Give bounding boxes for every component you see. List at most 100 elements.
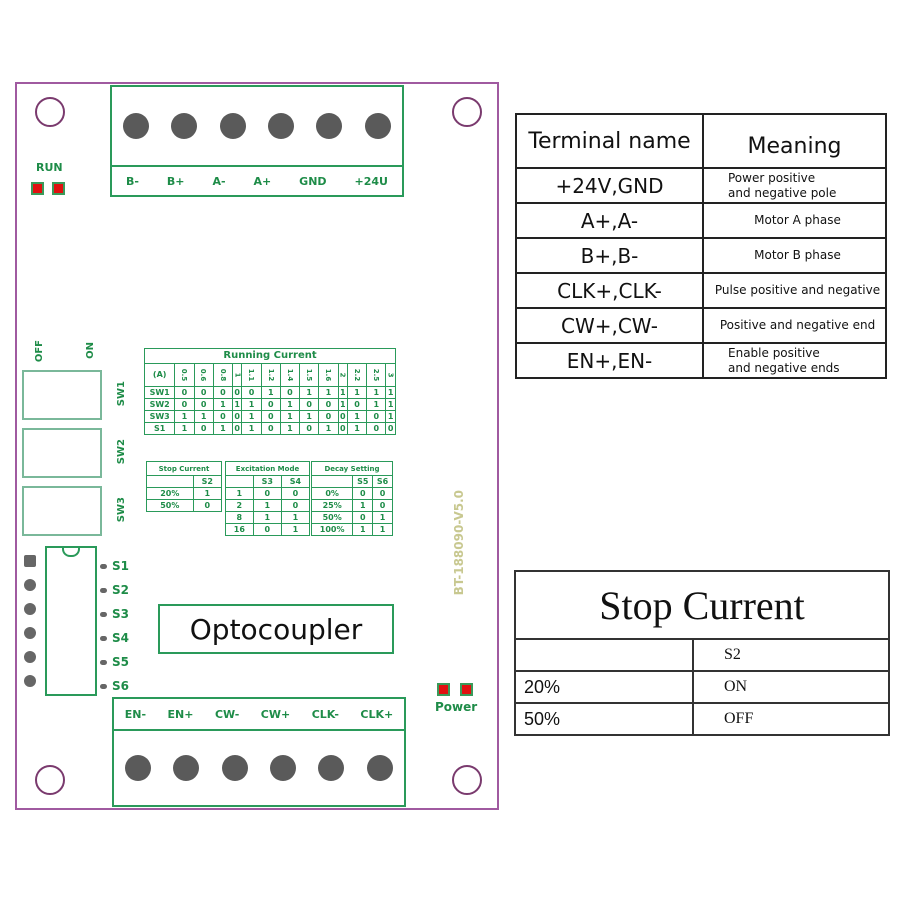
cell: 0 (212, 410, 234, 423)
terminal-label: CW+ (260, 707, 291, 721)
stop-row: 20%ON (514, 670, 890, 704)
header-cell: S5 (352, 475, 374, 488)
row-label: SW2 (143, 398, 176, 411)
cell: 1 (346, 410, 368, 423)
current-value: 0.6 (199, 368, 208, 382)
cell: 1 (280, 511, 311, 524)
cell: 1 (241, 422, 262, 435)
dip-switch-label: S2 (112, 583, 129, 597)
dip-switch-sw1[interactable] (22, 370, 102, 420)
current-value: 1.2 (266, 368, 275, 382)
dip-switch-sw3[interactable] (22, 486, 102, 536)
cell: 0 (231, 386, 243, 399)
chip-pin (24, 627, 36, 639)
switch-pin (100, 635, 107, 641)
meaning-line: and negative ends (728, 360, 840, 375)
current-column-header: 2.5 (366, 363, 387, 387)
switch-pin (100, 563, 107, 569)
stop-cell: 50% (514, 702, 694, 736)
header-cell (310, 475, 354, 488)
table-row: 20%1 (146, 487, 223, 500)
terminal-screw (171, 113, 198, 139)
cell: 0 (299, 422, 320, 435)
switch-pin (100, 611, 107, 617)
dip-switch-sw2[interactable] (22, 428, 102, 478)
terminal-meaning: Motor B phase (702, 237, 887, 274)
cell: 0 (337, 422, 348, 435)
chip-pin (24, 651, 36, 663)
stop-current-title: Stop Current (514, 570, 890, 640)
dip-switch-label: S4 (112, 631, 129, 645)
cell: 1 (352, 523, 374, 536)
row-label: SW1 (143, 386, 176, 399)
terminal-label: EN- (124, 707, 147, 721)
stop-row: 50%OFF (514, 702, 890, 736)
current-column-header: 1.6 (318, 363, 339, 387)
current-value: 3 (386, 372, 395, 378)
top-terminal-block: B-B+A-A+GND+24U (110, 85, 404, 197)
row-label: S1 (143, 422, 176, 435)
cell: 0 (279, 386, 301, 399)
terminal-screw (221, 755, 248, 781)
cell: 0 (337, 410, 348, 423)
cell: 0 (280, 499, 311, 512)
cell: 1 (280, 523, 311, 536)
mounting-hole-top-right (452, 97, 482, 127)
cell: 0 (299, 398, 320, 411)
cell: 1 (337, 398, 348, 411)
cell: 0 (372, 499, 393, 512)
stop-cell: OFF (692, 702, 890, 736)
cell: 16 (225, 523, 254, 536)
cell: 1 (231, 398, 243, 411)
terminal-name: +24V,GND (515, 167, 704, 204)
current-column-header: 0.8 (212, 363, 234, 387)
terminal-label: A+ (253, 174, 272, 188)
chip-pin (24, 675, 36, 687)
terminal-name-header: Terminal name (515, 113, 704, 169)
header-cell: S2 (192, 475, 223, 488)
cell: 0 (260, 398, 281, 411)
chip-pin (24, 579, 36, 591)
dip-switch-label: S5 (112, 655, 129, 669)
run-led-2 (52, 182, 65, 195)
table-title-row: Stop Current (146, 461, 222, 476)
terminal-label: GND (299, 174, 327, 188)
run-led-1 (31, 182, 44, 195)
cell: 0 (366, 410, 387, 423)
optocoupler-label: Optocoupler (158, 604, 394, 654)
table-title: Stop Current (146, 461, 222, 476)
top-terminal-labels: B-B+A-A+GND+24U (112, 167, 402, 195)
meaning-line: and negative pole (728, 185, 837, 200)
cell: 0 (193, 398, 214, 411)
cell: 0 (372, 487, 393, 500)
cell: 1 (346, 386, 368, 399)
cell: 100% (310, 523, 354, 536)
sw2-label: SW2 (116, 439, 127, 465)
dip-switch-row: S1 (100, 554, 129, 578)
terminal-row: CW+,CW-Positive and negative end (515, 307, 887, 344)
cell: 25% (310, 499, 354, 512)
dip-switch-label: S3 (112, 607, 129, 621)
cell: 1 (352, 499, 374, 512)
cell: 0 (174, 386, 195, 399)
terminal-screw (366, 755, 393, 781)
header-cell (146, 475, 194, 488)
cell: 1 (318, 386, 339, 399)
current-value: 0.5 (180, 368, 189, 382)
cell: 1 (372, 511, 393, 524)
current-value: 2.2 (353, 368, 362, 382)
cell: 0 (212, 386, 234, 399)
dip-switch-row: S3 (100, 602, 129, 626)
chip-pin (24, 603, 36, 615)
terminal-label: B- (125, 174, 139, 188)
current-column-header: 1.2 (260, 363, 281, 387)
unit-label: (A) (143, 363, 176, 387)
